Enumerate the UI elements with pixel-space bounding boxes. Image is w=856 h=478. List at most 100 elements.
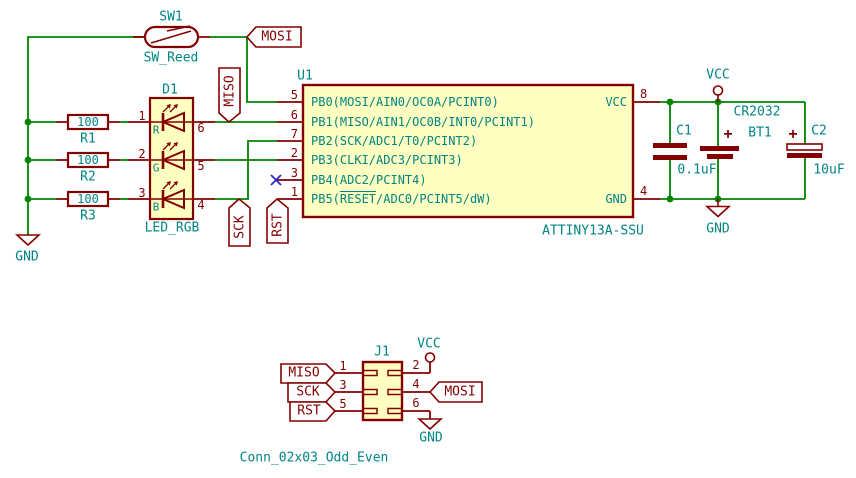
j1-ref[interactable]: J1 — [374, 344, 390, 360]
sw1-ref[interactable]: SW1 — [159, 9, 183, 25]
vcc-symbol-j1[interactable] — [424, 352, 436, 363]
c2-plus-sign: + — [788, 124, 798, 143]
j1-mosi-tag-outline[interactable] — [428, 381, 483, 403]
wire-mosi-net[interactable] — [210, 36, 277, 103]
u1-value[interactable]: ATTINY13A-SSU — [542, 223, 644, 239]
junction-dots — [24, 98, 722, 203]
rst-net-label[interactable]: RST — [270, 213, 286, 237]
junction-dot — [24, 118, 32, 126]
c1-ref[interactable]: C1 — [676, 123, 692, 139]
j1-pin-num-5: 5 — [339, 397, 347, 411]
u1-pin-num-6: 6 — [290, 108, 298, 122]
battery-bt1-symbol[interactable] — [700, 146, 739, 159]
c2-ref[interactable]: C2 — [811, 123, 827, 139]
vcc-label-main[interactable]: VCC — [706, 67, 730, 83]
u1-ref[interactable]: U1 — [297, 68, 313, 84]
capacitor-c2-symbol[interactable] — [786, 143, 823, 158]
led-channel-g: G — [152, 161, 160, 175]
led-pin-num-2: 2 — [138, 147, 146, 161]
u1-pin-num-1: 1 — [290, 185, 298, 199]
wire-vcc-rail[interactable] — [660, 101, 806, 146]
junction-dot — [666, 98, 674, 106]
connector-pins — [334, 362, 431, 419]
gnd-label-left[interactable]: GND — [15, 249, 39, 265]
u1-pin-name-pb2: PB2(SCK/ADC1/T0/PCINT2) — [311, 134, 478, 148]
r2-ref[interactable]: R2 — [80, 169, 96, 185]
pb5-pre: PB5( — [311, 192, 340, 206]
u1-pin-num-7: 7 — [290, 127, 298, 141]
wires[interactable] — [27, 36, 806, 235]
u1-pin-name-pb3: PB3(CLKI/ADC3/PCINT3) — [311, 153, 463, 167]
resistor-r2-body[interactable] — [66, 151, 110, 169]
mosi-tag-outline[interactable] — [245, 26, 302, 48]
d1-value[interactable]: LED_RGB — [144, 220, 200, 236]
gnd-symbol-j1[interactable] — [416, 418, 444, 431]
led-rgb-symbol[interactable] — [148, 96, 195, 221]
reed-switch-symbol[interactable] — [143, 25, 200, 49]
c2-value[interactable]: 10uF — [813, 162, 845, 178]
j1-pin-num-3: 3 — [339, 378, 347, 392]
gnd-symbol-main[interactable] — [704, 199, 732, 218]
u1-pin-num-3: 3 — [290, 166, 298, 180]
gnd-label-main[interactable]: GND — [706, 221, 730, 237]
connector-j1-symbol[interactable] — [361, 360, 404, 422]
j1-miso-tag-outline[interactable] — [280, 363, 337, 384]
r1-value[interactable]: 100 — [77, 115, 99, 129]
d1-ref[interactable]: D1 — [162, 82, 178, 98]
ic-pins — [276, 101, 660, 200]
vcc-symbol-main[interactable] — [712, 85, 724, 102]
led-pins — [128, 121, 215, 200]
j1-rst-label[interactable]: RST — [297, 403, 321, 419]
sck-net-label[interactable]: SCK — [232, 215, 248, 239]
r2-value[interactable]: 100 — [77, 153, 99, 167]
pb5-post: /ADC0/PCINT5/dW) — [376, 192, 492, 206]
u1-pin-name-gnd: GND — [605, 192, 627, 206]
j1-miso-label[interactable]: MISO — [288, 365, 320, 381]
bt1-value[interactable]: CR2032 — [733, 104, 781, 120]
led-pin-num-3: 3 — [138, 186, 146, 200]
j1-sck-label[interactable]: SCK — [296, 384, 320, 400]
u1-pin-name-vcc: VCC — [605, 95, 627, 109]
gnd-label-j1[interactable]: GND — [419, 430, 443, 446]
resistor-r3-body[interactable] — [66, 190, 110, 208]
miso-net-label[interactable]: MISO — [222, 75, 238, 107]
miso-tag-outline[interactable] — [218, 67, 241, 124]
j1-mosi-label[interactable]: MOSI — [444, 384, 476, 400]
pin-stubs — [56, 36, 660, 419]
junction-dot — [666, 195, 674, 203]
bt1-ref[interactable]: BT1 — [748, 125, 772, 141]
mosi-net-label[interactable]: MOSI — [261, 29, 293, 45]
u1-pin-num-4: 4 — [640, 184, 648, 198]
wire-sck-net[interactable] — [215, 140, 277, 200]
j1-sck-tag-outline[interactable] — [287, 382, 337, 403]
ic-body[interactable] — [301, 83, 635, 219]
j1-pin-num-2: 2 — [412, 358, 420, 372]
pb5-reset-overline: RESET — [339, 192, 377, 206]
wire-gnd-rail[interactable] — [660, 158, 806, 200]
resistor-r1-body[interactable] — [66, 113, 110, 131]
u1-pin-num-2: 2 — [290, 146, 298, 160]
junction-dot — [24, 195, 32, 203]
rst-tag-outline[interactable] — [266, 197, 289, 244]
r1-ref[interactable]: R1 — [80, 131, 96, 147]
u1-pin-name-pb1: PB1(MISO/AIN1/OC0B/INT0/PCINT1) — [311, 115, 535, 129]
led-channel-b: B — [152, 200, 160, 214]
wire-gnd-net[interactable] — [27, 36, 145, 235]
c1-value[interactable]: 0.1uF — [677, 162, 717, 178]
j1-value[interactable]: Conn_02x03_Odd_Even — [239, 450, 389, 466]
led-pin-num-5: 5 — [197, 159, 205, 173]
sck-tag-outline[interactable] — [228, 197, 251, 247]
r3-ref[interactable]: R3 — [80, 208, 96, 224]
j1-rst-tag-outline[interactable] — [289, 401, 337, 422]
capacitor-c1-symbol[interactable] — [653, 143, 687, 160]
u1-pin-name-pb5: PB5(RESET/ADC0/PCINT5/dW) — [311, 193, 492, 205]
gnd-symbol-left[interactable] — [14, 234, 42, 247]
sw1-value[interactable]: SW_Reed — [143, 50, 199, 66]
r3-value[interactable]: 100 — [77, 192, 99, 206]
resistor-pins — [56, 121, 120, 200]
vcc-label-j1[interactable]: VCC — [417, 336, 441, 352]
bt1-plus-sign: + — [723, 124, 733, 143]
u1-pin-name-pb0: PB0(MOSI/AIN0/OC0A/PCINT0) — [311, 95, 499, 109]
